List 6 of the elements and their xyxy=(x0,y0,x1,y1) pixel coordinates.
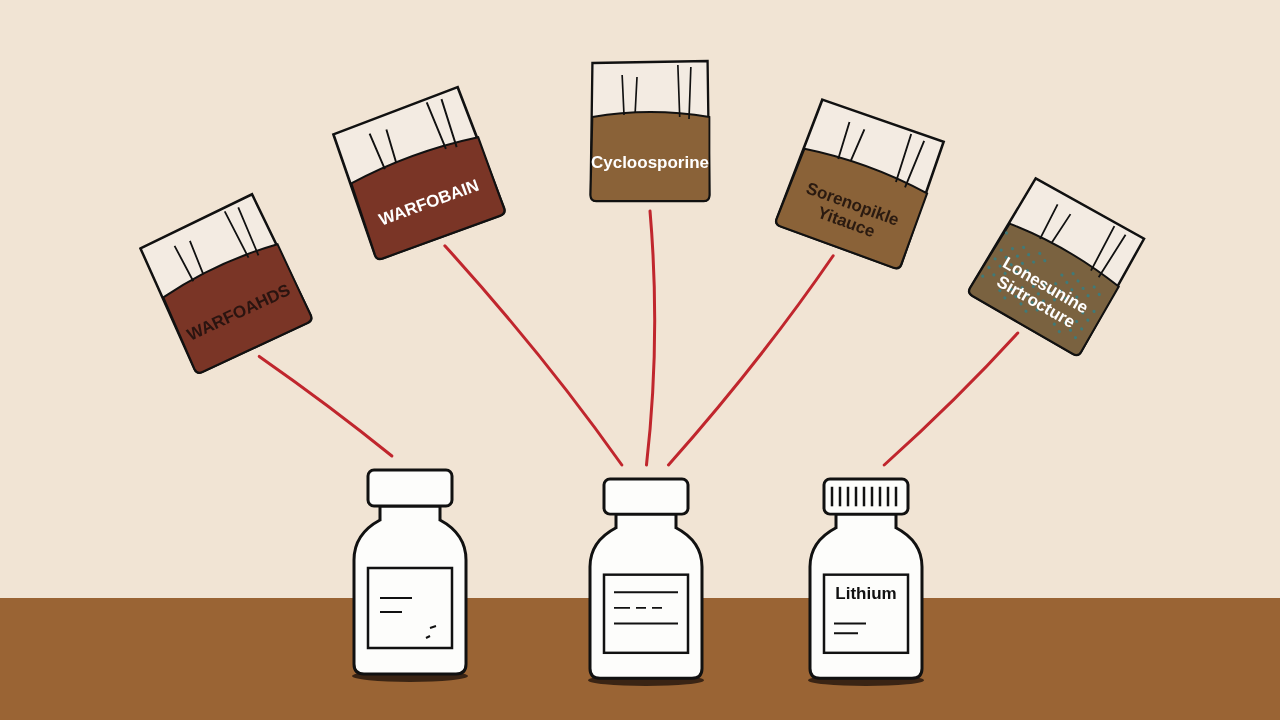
connector-line xyxy=(882,331,1020,467)
bottle-label: Lithium xyxy=(835,583,897,605)
connector-line xyxy=(443,244,624,467)
connector-line xyxy=(666,254,835,467)
connector-line xyxy=(257,354,394,458)
connector-line xyxy=(645,209,657,467)
